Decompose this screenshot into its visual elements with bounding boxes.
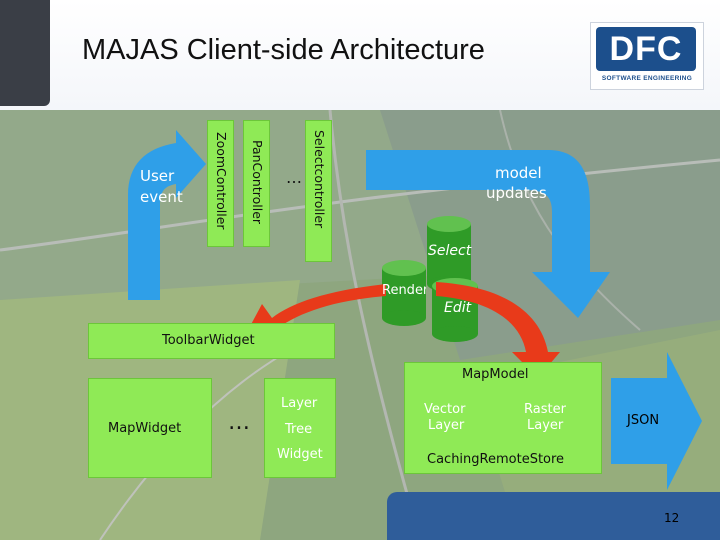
edit-label: Edit [444, 300, 472, 316]
pan-controller-label: PanController [250, 140, 265, 225]
pan-controller-box [243, 120, 270, 247]
page-number: 12 [664, 511, 680, 525]
footer-bar [387, 492, 720, 540]
title-left-stripe [0, 0, 50, 106]
model-updates-arrow [366, 150, 610, 318]
render-cylinder [382, 260, 426, 326]
json-arrow [611, 352, 702, 490]
model-updates-label-1: model [495, 164, 542, 182]
render-label: Render [382, 283, 426, 298]
raster-layer-label-1: Raster [524, 402, 566, 417]
select-controller-label: Selectcontroller [312, 130, 327, 229]
select-controller-box [305, 120, 332, 262]
controllers-ellipsis: … [286, 168, 302, 187]
map-model-label: MapModel [462, 367, 529, 382]
user-event-label-2: event [140, 188, 183, 206]
layer-tree-label-3: Widget [277, 447, 323, 462]
edit-to-model-arrow [436, 282, 560, 378]
layer-tree-label-1: Layer [281, 396, 318, 411]
map-widget-box [88, 378, 212, 478]
vector-layer-label-1: Vector [424, 402, 466, 417]
toolbar-widget-label: ToolbarWidget [162, 333, 255, 348]
zoom-controller-box [207, 120, 234, 247]
logo-subtitle: SOFTWARE ENGINEERING [601, 75, 693, 82]
map-model-box [404, 362, 602, 474]
json-label: JSON [627, 413, 660, 428]
zoom-controller-label: ZoomController [214, 132, 229, 230]
user-event-label-1: User [140, 167, 175, 185]
map-widget-label: MapWidget [108, 421, 182, 436]
caching-remote-store-label: CachingRemoteStore [427, 452, 565, 467]
layer-tree-label-2: Tree [285, 422, 313, 437]
toolbar-widget-box [88, 323, 335, 359]
layer-tree-widget-box [264, 378, 336, 478]
model-updates-label-2: updates [486, 184, 547, 202]
select-label: Select [428, 243, 472, 259]
raster-layer-label-2: Layer [527, 418, 564, 433]
logo-mark: DFC [596, 27, 696, 71]
dfc-logo: DFC SOFTWARE ENGINEERING [590, 22, 704, 90]
slide-title: MAJAS Client-side Architecture [82, 34, 485, 66]
vector-layer-label-2: Layer [428, 418, 465, 433]
widgets-ellipsis: … [228, 410, 250, 435]
user-event-arrow [128, 130, 206, 300]
